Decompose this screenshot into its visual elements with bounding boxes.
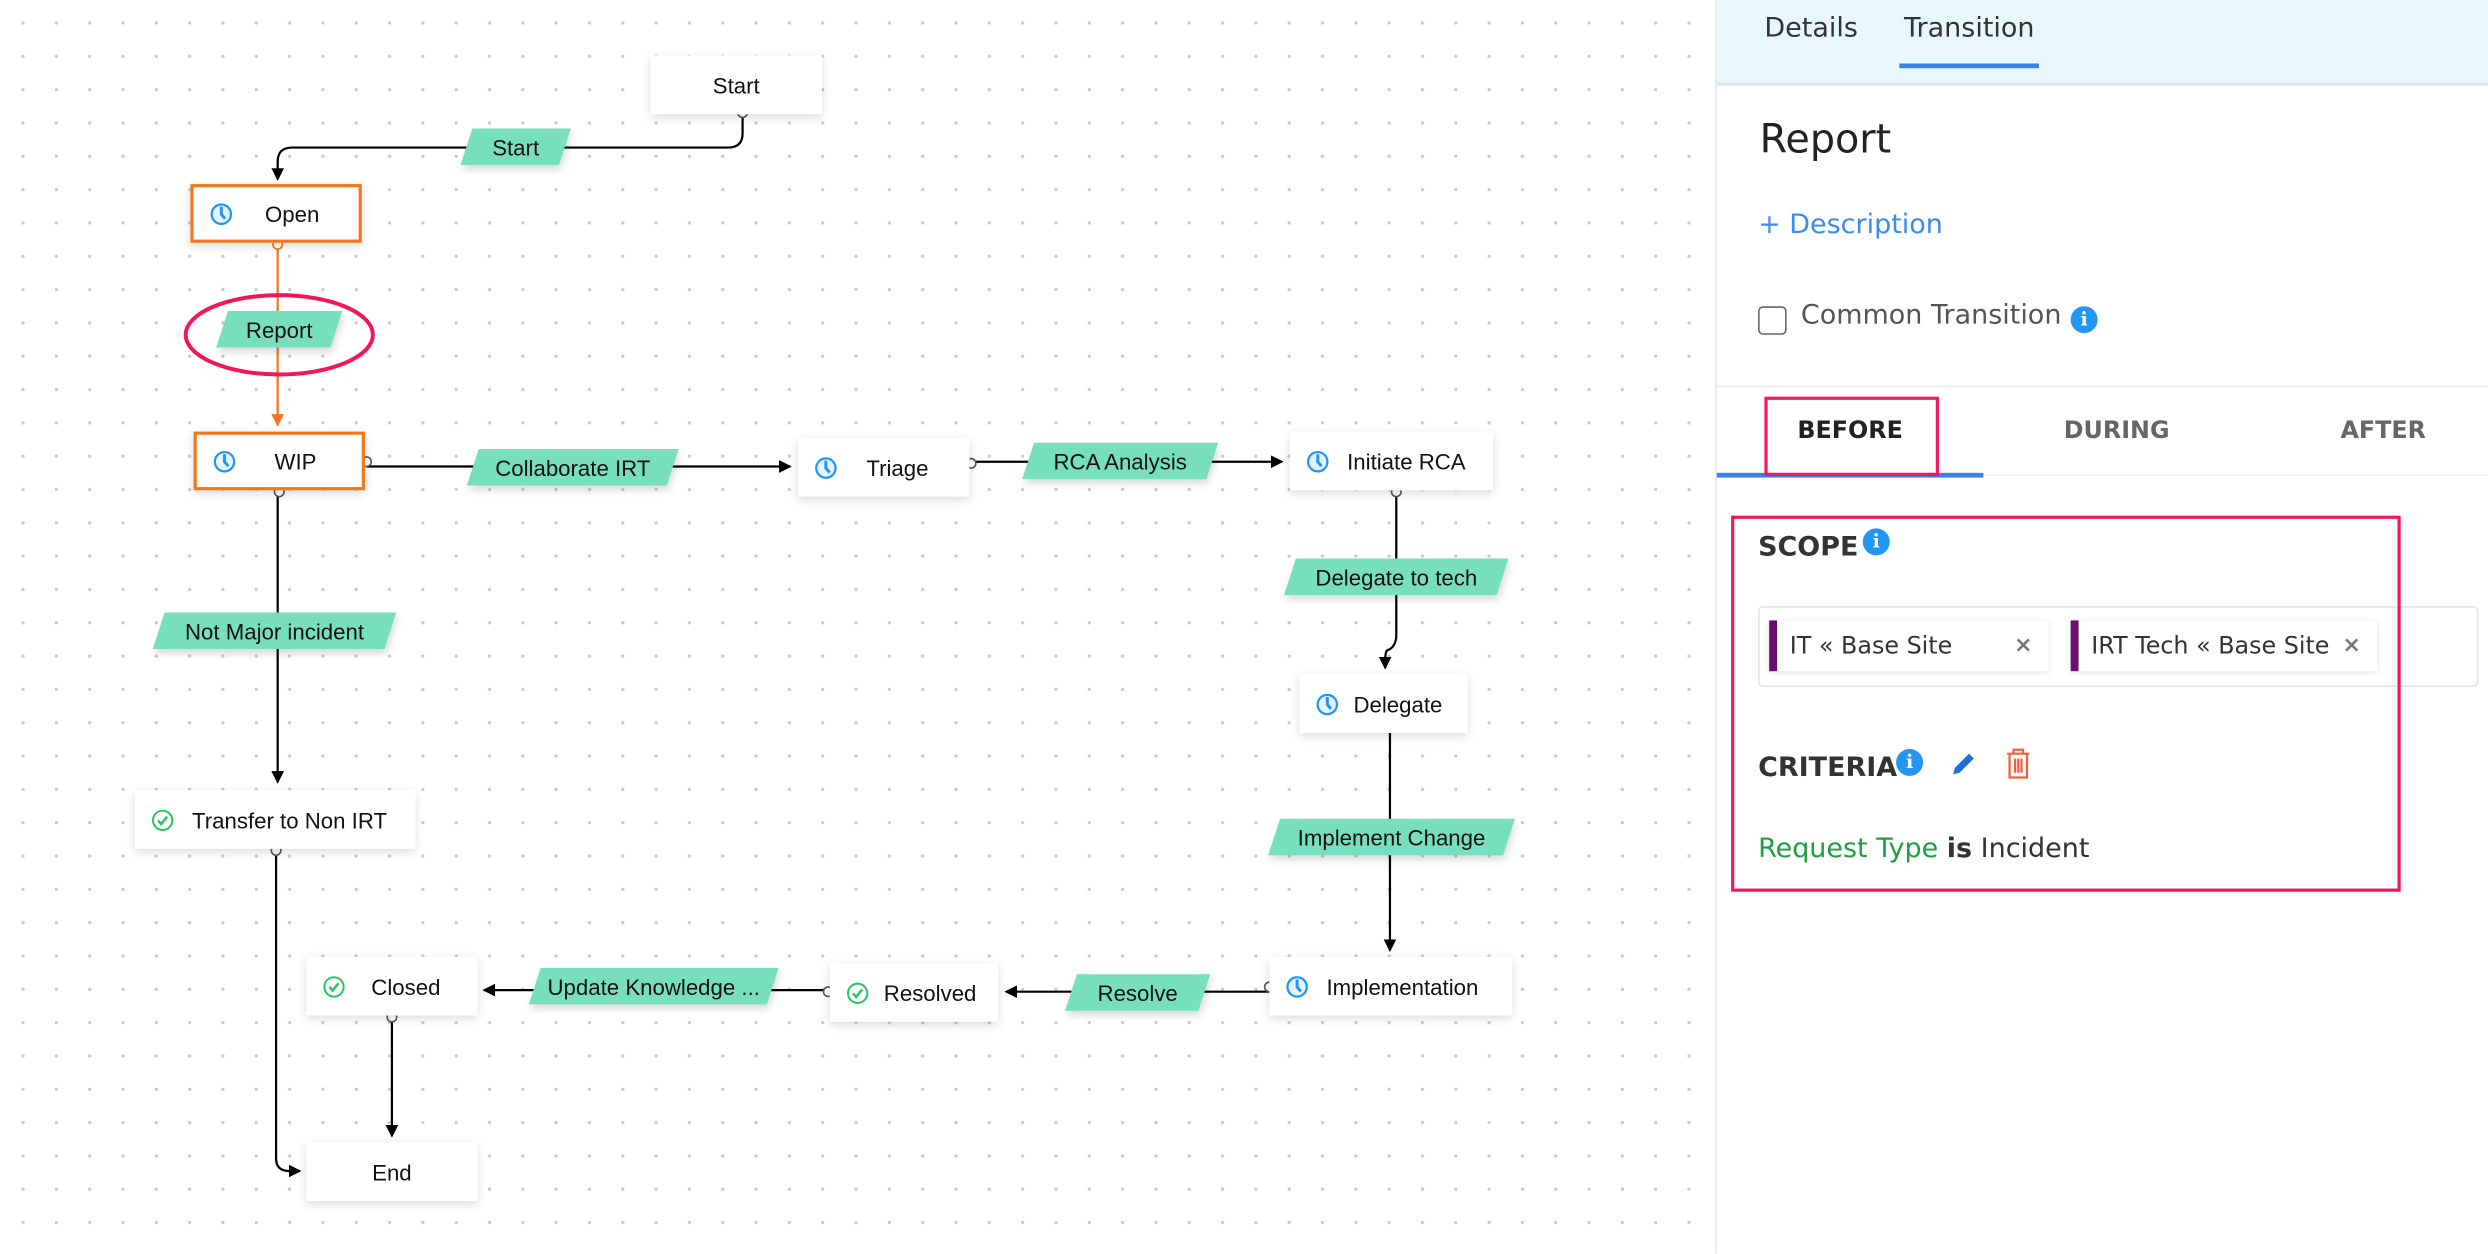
- clock-icon: [213, 450, 236, 472]
- common-transition-checkbox[interactable]: [1758, 306, 1787, 335]
- add-description-link[interactable]: + Description: [1758, 209, 1943, 242]
- node-delegate[interactable]: Delegate: [1299, 674, 1468, 734]
- node-start[interactable]: Start: [650, 55, 822, 115]
- node-wip[interactable]: WIP: [193, 431, 365, 491]
- node-label: Transfer to Non IRT: [191, 806, 388, 833]
- transition-report[interactable]: Report: [222, 311, 336, 347]
- tab-transition[interactable]: Transition: [1899, 13, 2040, 69]
- remove-tag-icon[interactable]: ×: [2013, 633, 2033, 659]
- scope-heading: SCOPE: [1758, 531, 1859, 564]
- node-label: Start: [712, 72, 760, 98]
- transition-rca-analysis[interactable]: RCA Analysis: [1028, 443, 1212, 479]
- transition-update-knowledge[interactable]: Update Knowledge ...: [535, 968, 773, 1004]
- node-label: Implementation: [1326, 973, 1479, 999]
- highlight-ellipse: [183, 293, 375, 377]
- tab-during[interactable]: DURING: [2063, 415, 2170, 445]
- tab-details[interactable]: Details: [1764, 12, 1858, 45]
- clock-icon: [815, 456, 837, 479]
- transition-title: Report: [1759, 115, 1892, 162]
- clock-icon: [1316, 692, 1339, 715]
- transition-label: RCA Analysis: [1053, 448, 1187, 474]
- divider: [1716, 385, 2488, 388]
- delete-trash-icon[interactable]: [2002, 746, 2034, 781]
- node-label: Triage: [866, 454, 929, 480]
- transition-label: Delegate to tech: [1315, 564, 1478, 590]
- transition-start[interactable]: Start: [466, 129, 564, 165]
- node-label: Closed: [371, 973, 441, 999]
- node-label: End: [372, 1159, 412, 1185]
- criteria-rule: Request Type is Incident: [1758, 833, 2089, 865]
- scope-info-icon[interactable]: i: [1862, 528, 1890, 556]
- clock-icon: [1286, 975, 1308, 997]
- transition-delegate-to-tech[interactable]: Delegate to tech: [1290, 559, 1503, 595]
- scope-tag: IRT Tech « Base Site ×: [2070, 620, 2377, 672]
- node-label: Delegate: [1353, 691, 1443, 717]
- tab-before[interactable]: BEFORE: [1797, 415, 1903, 445]
- transition-implement-change[interactable]: Implement Change: [1274, 819, 1509, 855]
- edge-rca-delegate: [1378, 490, 1398, 670]
- criteria-heading: CRITERIA: [1758, 752, 1898, 784]
- transition-label: Collaborate IRT: [495, 454, 651, 480]
- properties-panel: Details Transition Report + Description …: [1715, 0, 2488, 1254]
- transition-label: Update Knowledge ...: [547, 973, 760, 999]
- node-label: WIP: [274, 448, 317, 474]
- before-highlight-box: [1764, 396, 1939, 477]
- info-icon[interactable]: i: [2070, 306, 2098, 334]
- node-open[interactable]: Open: [190, 184, 362, 243]
- transition-label: Resolve: [1097, 979, 1178, 1006]
- node-end[interactable]: End: [306, 1142, 478, 1202]
- check-circle-icon: [323, 975, 345, 997]
- transition-label: Start: [492, 134, 540, 160]
- node-resolved[interactable]: Resolved: [829, 963, 999, 1022]
- clock-icon: [210, 202, 233, 225]
- transition-label: Implement Change: [1297, 824, 1486, 850]
- node-initiate-rca[interactable]: Initiate RCA: [1289, 431, 1494, 491]
- criteria-operator: is: [1946, 833, 1973, 865]
- scope-tag-input[interactable]: [1758, 606, 2479, 688]
- transition-not-major-incident[interactable]: Not Major incident: [159, 612, 391, 648]
- common-transition-label[interactable]: Common Transition: [1800, 299, 2062, 332]
- panel-tabs: Details Transition: [1716, 0, 2488, 86]
- workflow-canvas[interactable]: Start Open WIP Triage Initiate RCA Deleg…: [0, 0, 1714, 1254]
- check-circle-icon: [846, 981, 869, 1004]
- tag-label: IT « Base Site: [1789, 631, 1953, 661]
- tab-after[interactable]: AFTER: [2340, 415, 2426, 445]
- remove-tag-icon[interactable]: ×: [2342, 633, 2362, 659]
- node-label: Resolved: [883, 979, 977, 1006]
- edit-pencil-icon[interactable]: [1948, 747, 1980, 779]
- node-implementation[interactable]: Implementation: [1269, 956, 1513, 1016]
- node-triage[interactable]: Triage: [798, 437, 970, 497]
- edge-transfer-end: [274, 848, 302, 1178]
- scope-tag: IT « Base Site ×: [1769, 620, 2049, 672]
- criteria-info-icon[interactable]: i: [1896, 748, 1924, 776]
- stage-tabs-baseline: [1716, 474, 2488, 477]
- check-circle-icon: [152, 808, 174, 831]
- criteria-value: Incident: [1980, 833, 2090, 865]
- tag-label: IRT Tech « Base Site: [2091, 631, 2330, 661]
- node-transfer-to-non-irt[interactable]: Transfer to Non IRT: [134, 790, 416, 849]
- transition-collaborate-irt[interactable]: Collaborate IRT: [473, 449, 673, 485]
- node-closed[interactable]: Closed: [306, 956, 478, 1016]
- scope-criteria-highlight-box: [1731, 515, 2401, 892]
- transition-label: Report: [245, 316, 313, 342]
- transition-label: Not Major incident: [184, 618, 364, 644]
- criteria-field: Request Type: [1758, 833, 1939, 865]
- node-label: Open: [264, 200, 320, 227]
- transition-resolve[interactable]: Resolve: [1071, 974, 1204, 1010]
- node-label: Initiate RCA: [1347, 448, 1466, 474]
- clock-icon: [1306, 450, 1329, 472]
